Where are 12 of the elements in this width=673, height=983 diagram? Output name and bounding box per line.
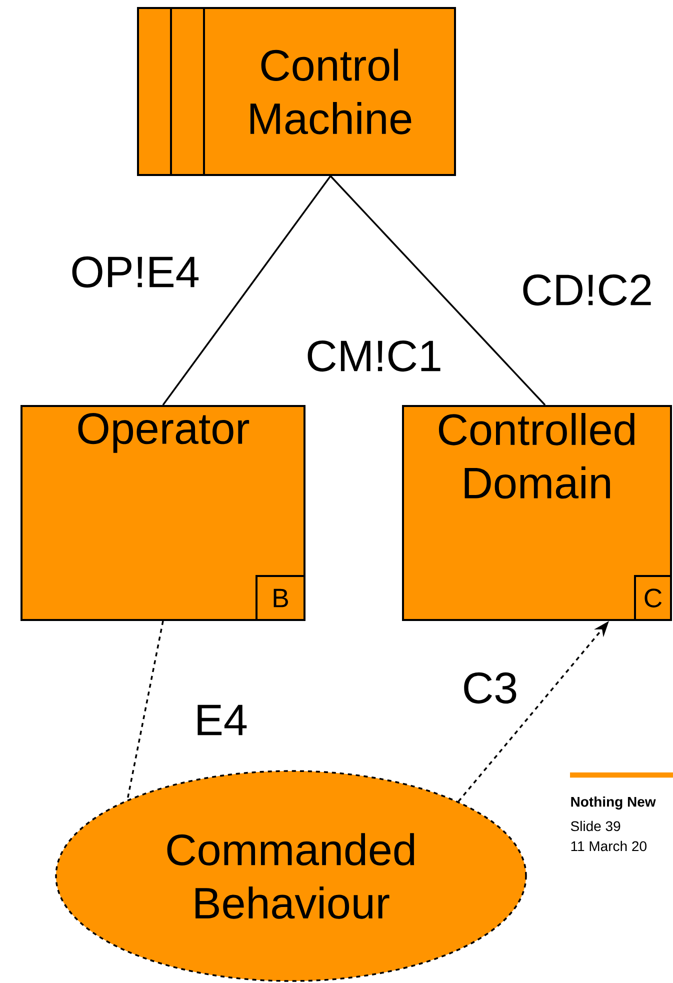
connector-line xyxy=(330,175,546,406)
interface-label: E4 xyxy=(198,704,247,736)
interface-label: C3 xyxy=(464,672,516,704)
interface-label: CM!C1 xyxy=(308,340,440,372)
machine-box: Control Machine xyxy=(137,7,456,176)
connector-line xyxy=(162,176,332,406)
footer-title: Nothing New xyxy=(571,796,656,810)
footer-text: Slide 39 xyxy=(570,820,620,832)
connector-line xyxy=(126,620,164,800)
interface-label: CD!C2 xyxy=(523,274,651,306)
footer-text: 11 March 20 xyxy=(571,840,646,852)
interface-label: OP!E4 xyxy=(72,256,199,288)
